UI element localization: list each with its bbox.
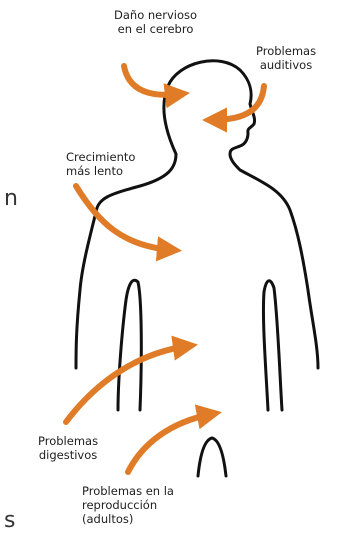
- label-digestive-line2: digestivos: [38, 448, 98, 462]
- cropped-text-bottom-left: s: [4, 508, 15, 533]
- label-digestive: Problemas digestivos: [38, 434, 98, 462]
- label-brain-line1: Daño nervioso: [114, 8, 197, 22]
- label-hearing-line1: Problemas: [256, 44, 316, 58]
- body-outline: [76, 61, 318, 476]
- label-brain-line2: en el cerebro: [114, 22, 197, 36]
- label-growth-line2: más lento: [66, 164, 135, 178]
- label-growth: Crecimiento más lento: [66, 150, 135, 178]
- arrow-digestive: [66, 346, 188, 422]
- label-digestive-line1: Problemas: [38, 434, 98, 448]
- label-brain: Daño nervioso en el cerebro: [114, 8, 197, 36]
- label-reproduction-line3: (adultos): [82, 512, 174, 526]
- arrow-hearing: [212, 86, 264, 120]
- head-torso-outline: [76, 61, 318, 368]
- label-reproduction: Problemas en la reproducción (adultos): [82, 484, 174, 526]
- label-reproduction-line2: reproducción: [82, 498, 174, 512]
- left-arm-outline: [118, 280, 141, 410]
- legs-outline: [198, 438, 226, 476]
- label-reproduction-line1: Problemas en la: [82, 484, 174, 498]
- label-growth-line1: Crecimiento: [66, 150, 135, 164]
- label-hearing: Problemas auditivos: [256, 44, 316, 72]
- cropped-text-left: n: [4, 186, 18, 211]
- right-arm-outline: [263, 281, 282, 410]
- label-hearing-line2: auditivos: [256, 58, 316, 72]
